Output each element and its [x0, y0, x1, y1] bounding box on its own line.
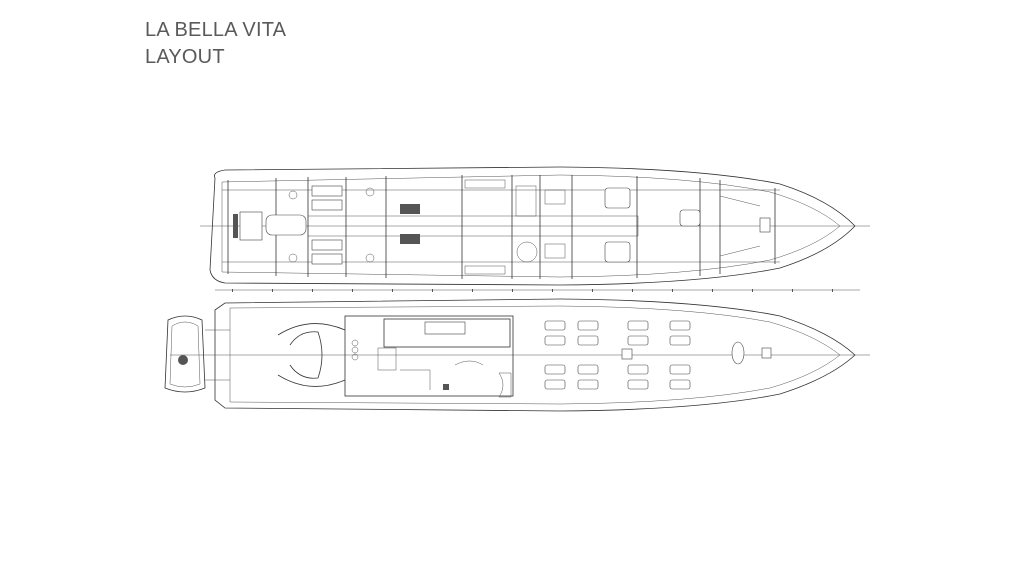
- title-line-2: LAYOUT: [145, 46, 225, 68]
- page-title: LA BELLA VITA LAYOUT: [145, 17, 286, 71]
- lower-deck-plan: [200, 166, 870, 292]
- tender-drawing: [164, 315, 230, 393]
- title-line-1: LA BELLA VITA: [145, 19, 287, 41]
- main-deck-plan: [170, 298, 870, 412]
